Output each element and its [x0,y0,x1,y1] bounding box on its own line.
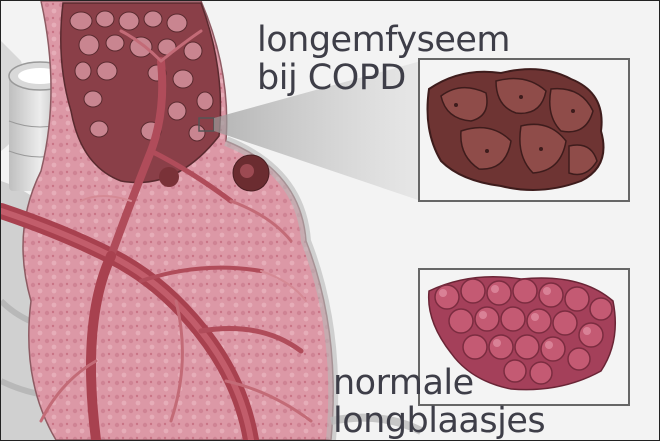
emphysema-label: longemfyseem bij COPD [257,21,510,97]
normal-alveoli-label-line2: longblaasjes [333,402,545,440]
emphysema-label-line1: longemfyseem [257,21,510,59]
normal-alveoli-label: normale longblaasjes [333,364,545,440]
emphysema-label-line2: bij COPD [257,59,510,97]
normal-alveoli-label-line1: normale [333,364,545,402]
